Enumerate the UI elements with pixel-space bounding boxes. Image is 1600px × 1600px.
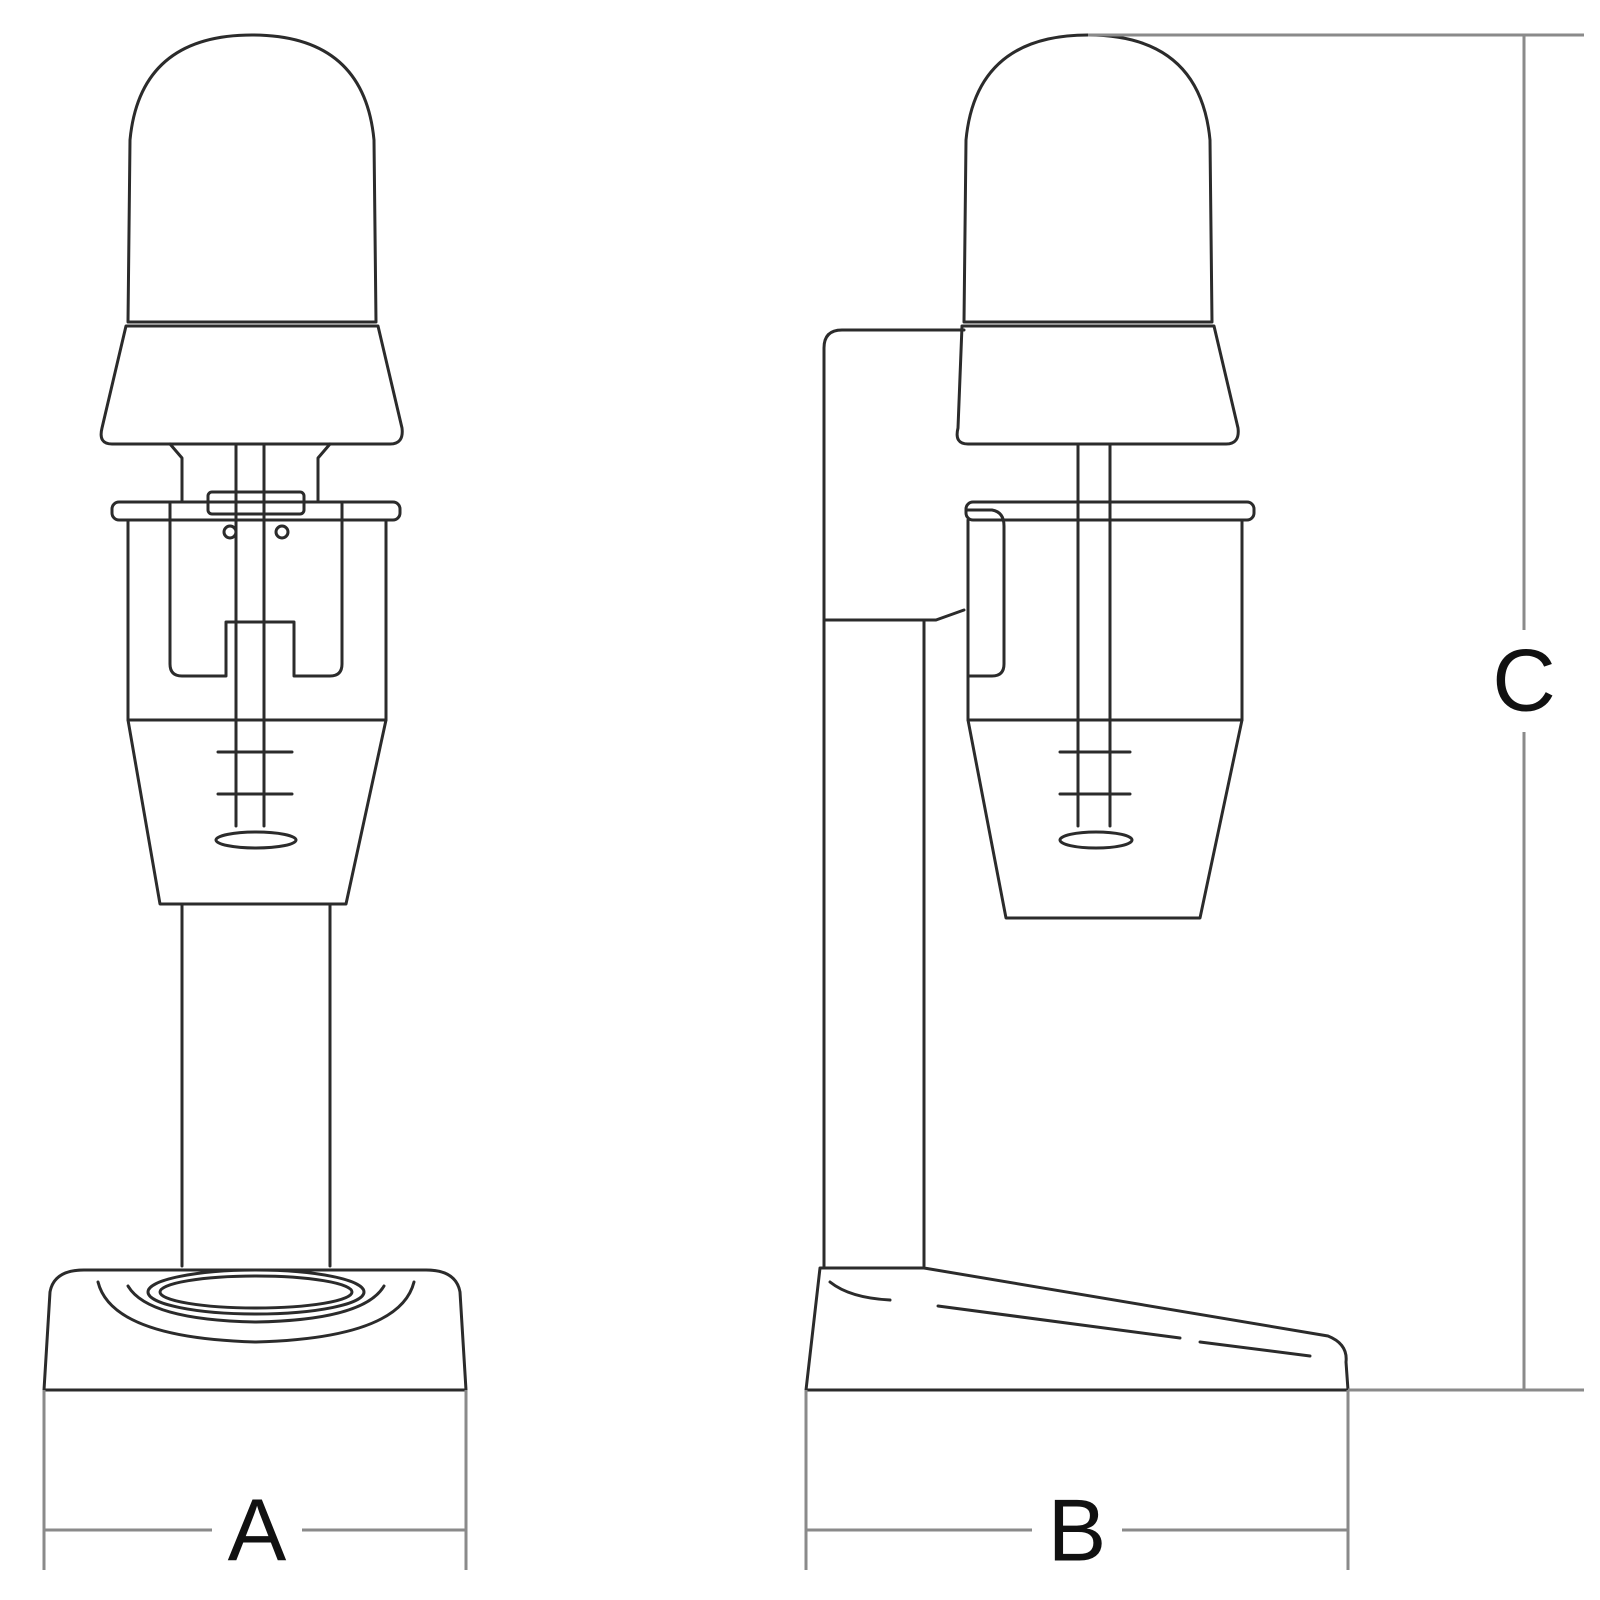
front-cup-upper <box>126 518 388 722</box>
front-motor-dome <box>126 33 378 324</box>
side-base-groove-2 <box>936 1304 1182 1340</box>
dimension-label-c: C <box>1492 631 1556 730</box>
front-base-socket <box>146 1268 366 1316</box>
side-agitator-tip <box>1058 830 1134 850</box>
side-motor-dome <box>962 33 1214 324</box>
dimension-label-b: B <box>1048 1481 1107 1580</box>
side-motor-collar <box>955 324 1240 446</box>
front-base-socket-inner <box>158 1274 354 1310</box>
front-view <box>42 33 468 1392</box>
front-screw-right <box>274 524 290 540</box>
side-view <box>804 33 1350 1392</box>
front-cup-rim <box>110 500 402 522</box>
front-base-groove-inner <box>126 1284 386 1324</box>
front-bracket-right <box>316 442 332 502</box>
side-base <box>804 1266 1350 1392</box>
front-cup-lower <box>126 718 388 906</box>
side-base-groove-3 <box>1198 1340 1312 1358</box>
dimension-lines <box>42 33 1584 1570</box>
side-upper-arm <box>822 328 966 622</box>
front-agitator-tip <box>214 830 298 850</box>
front-clip-plate <box>206 490 306 516</box>
front-cup-holder-clip <box>168 502 344 678</box>
dimension-label-a: A <box>228 1481 287 1580</box>
side-base-groove <box>828 1280 892 1302</box>
front-base <box>42 1268 468 1392</box>
side-cup-lower <box>966 718 1244 920</box>
front-motor-collar <box>99 324 404 446</box>
front-bracket-left <box>168 442 184 502</box>
front-base-groove-outer <box>96 1280 416 1344</box>
side-cup-holder <box>964 508 1006 678</box>
front-screw-left <box>222 524 238 540</box>
side-cup-upper <box>966 518 1244 722</box>
